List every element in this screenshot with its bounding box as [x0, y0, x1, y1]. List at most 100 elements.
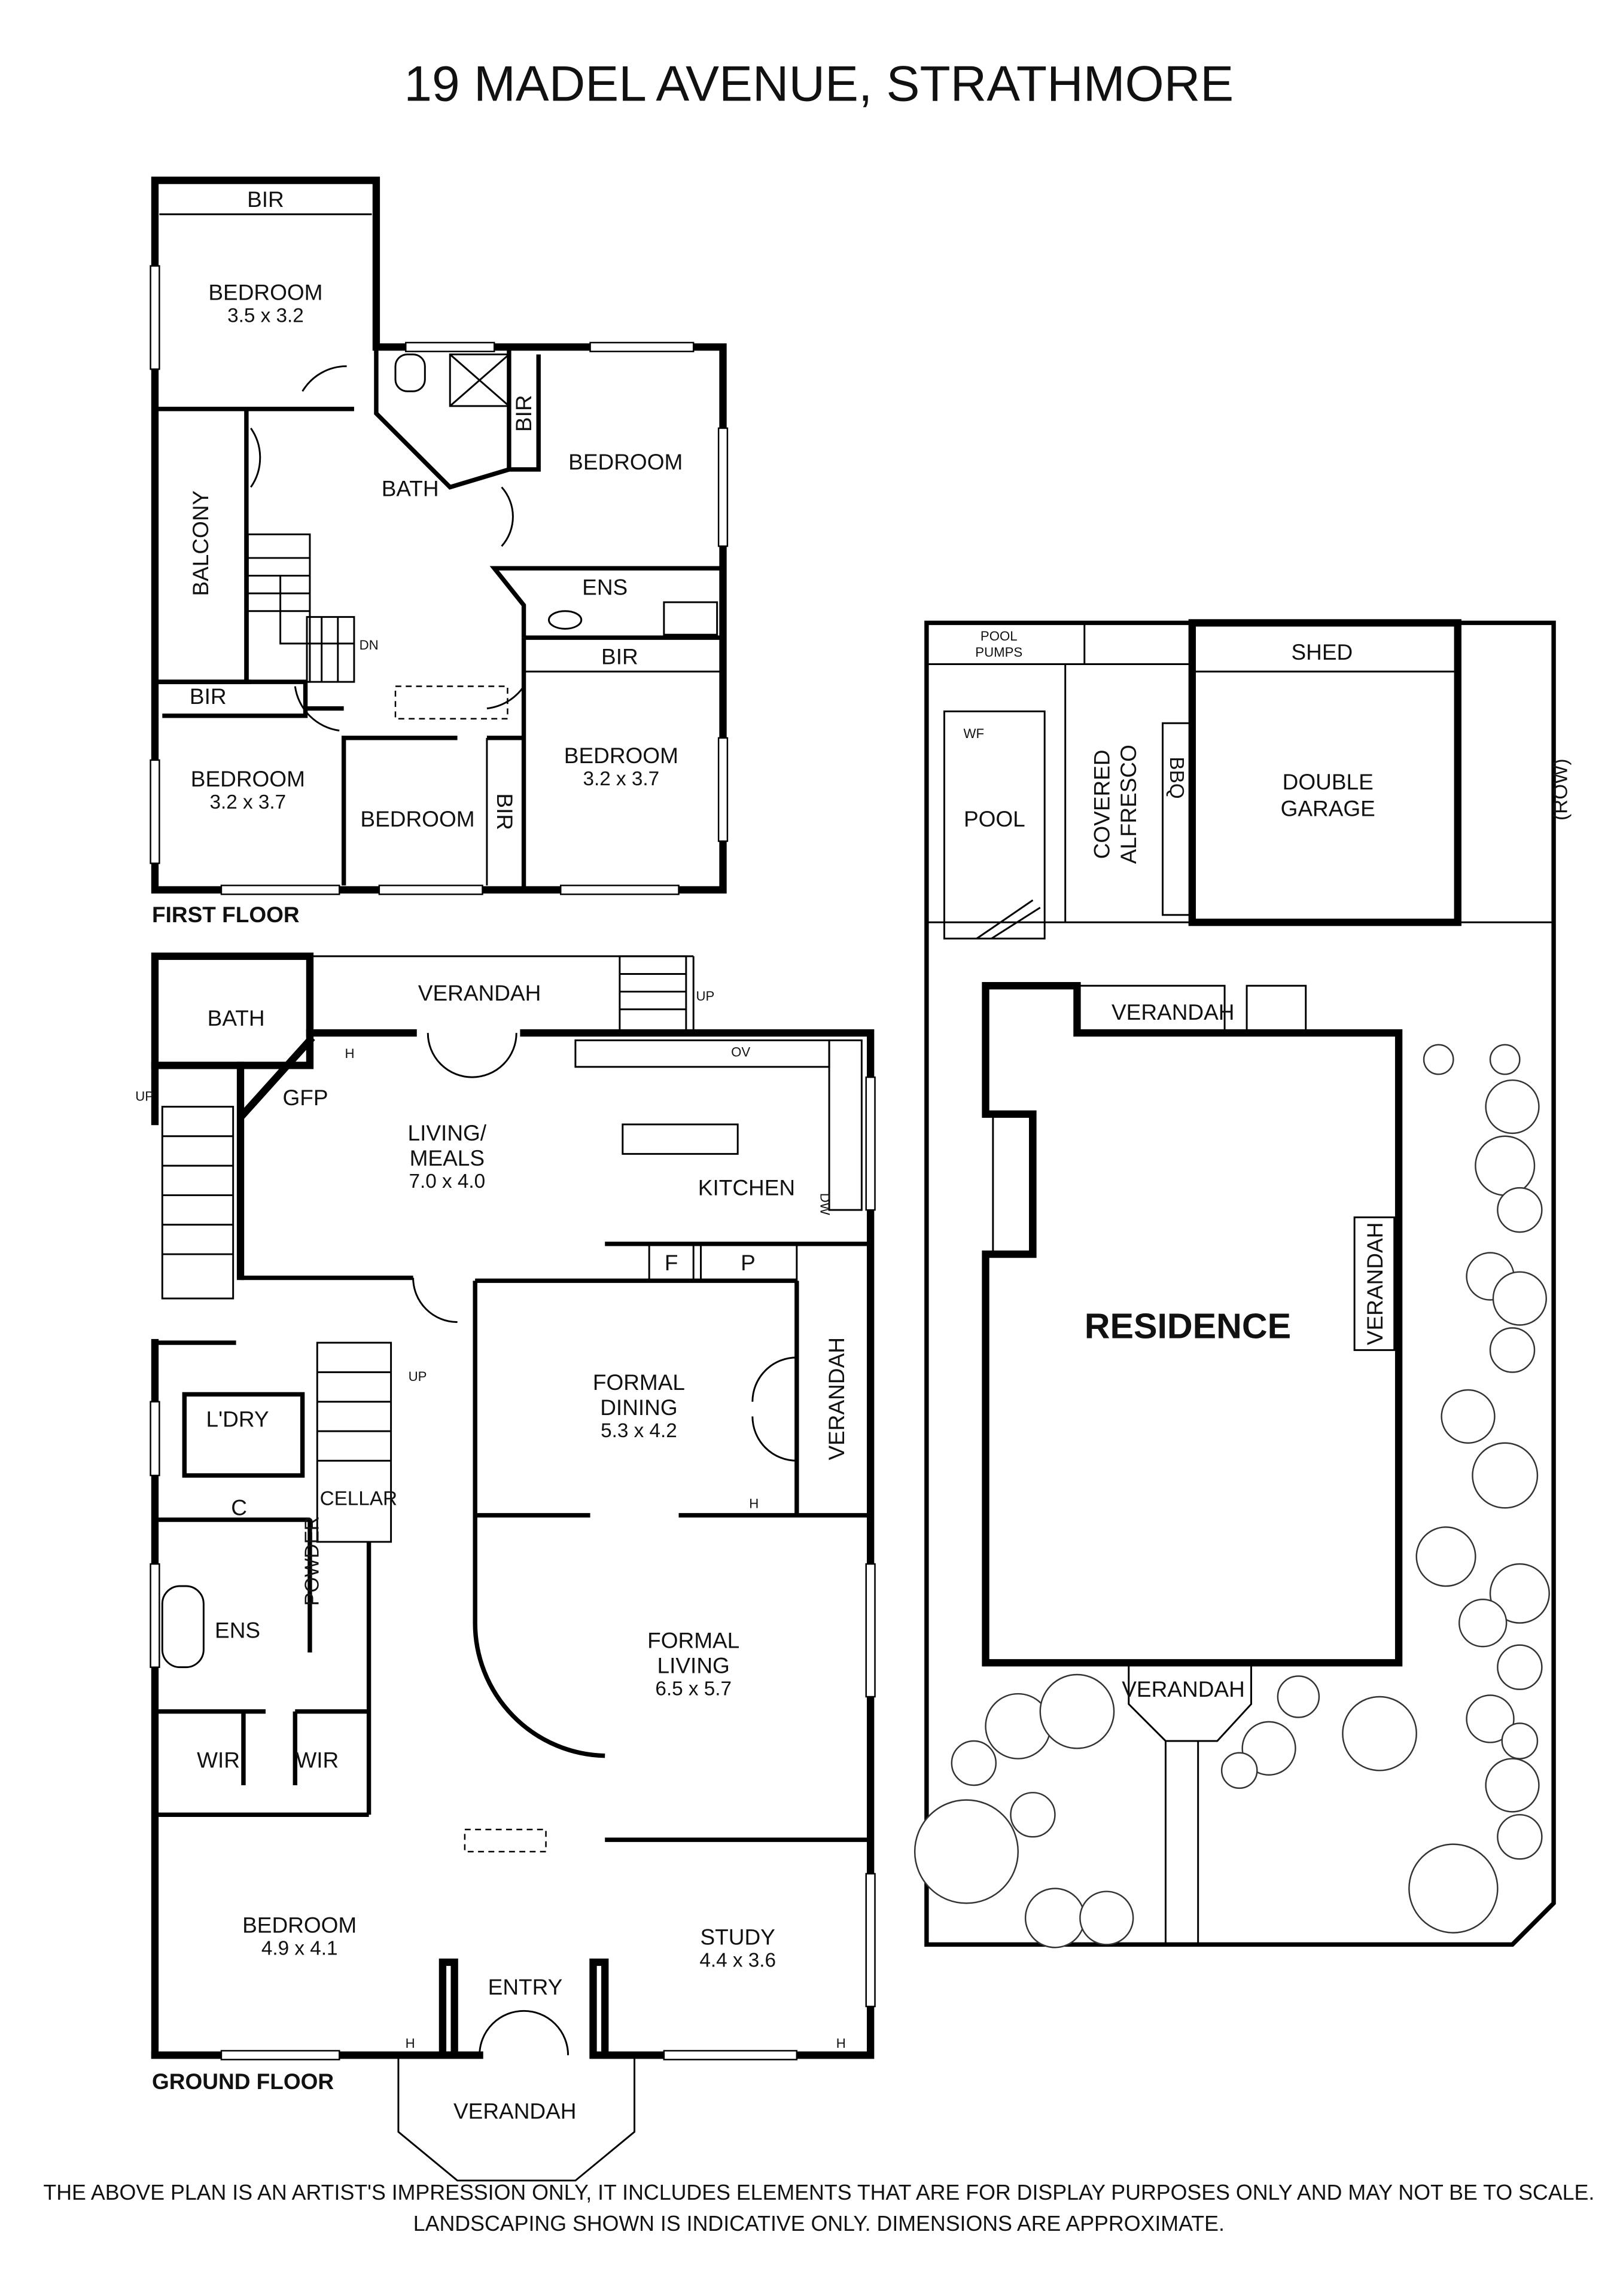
- room-label: BEDROOM: [242, 1913, 357, 1938]
- stair-label: DN: [360, 638, 379, 652]
- tree-icon: [1415, 1526, 1476, 1587]
- tree-icon: [1501, 1722, 1539, 1760]
- room-label: VERANDAH: [418, 981, 541, 1005]
- room-label: STUDY: [701, 1925, 775, 1949]
- stair-label: UP: [409, 1369, 427, 1384]
- disclaimer-line-2: LANDSCAPING SHOWN IS INDICATIVE ONLY. DI…: [413, 2212, 1225, 2236]
- room-label: WIR: [197, 1748, 240, 1772]
- pantry-label: P: [741, 1251, 756, 1275]
- room-label: L'DRY: [206, 1407, 269, 1432]
- tree-icon: [1497, 1644, 1543, 1690]
- room-label: BEDROOM: [568, 450, 683, 474]
- tree-icons: [913, 1044, 1550, 1949]
- site-label: POOL: [981, 629, 1018, 644]
- room-label: C: [231, 1496, 247, 1520]
- tree-icon: [1485, 1758, 1540, 1813]
- tree-icon: [1489, 1327, 1536, 1373]
- room-label: ENTRY: [488, 1975, 563, 1999]
- stair-label: UP: [135, 1089, 154, 1104]
- tree-icon: [1466, 1694, 1515, 1743]
- room-label: DINING: [600, 1395, 677, 1420]
- room-dims: 3.2 x 3.7: [583, 768, 660, 790]
- tree-icon: [951, 1740, 997, 1786]
- tree-icon: [1010, 1792, 1056, 1838]
- room-label: VERANDAH: [453, 2099, 577, 2123]
- room-dims: 6.5 x 5.7: [655, 1678, 732, 1700]
- site-plan: POOL PUMPS SHED WF POOL COVERED ALFRESCO…: [913, 619, 1572, 1949]
- heater-label: H: [345, 1046, 355, 1061]
- tree-icon: [1079, 1891, 1134, 1946]
- site-label: (ROW): [1549, 758, 1572, 821]
- room-label: BIR: [190, 684, 227, 709]
- ground-floor-plan: BATH VERANDAH UP GFP LIVING/ MEALS 7.0 x…: [135, 952, 876, 2182]
- room-label: BEDROOM: [360, 807, 474, 831]
- fridge-label: F: [665, 1251, 678, 1275]
- room-label: POWDER: [302, 1516, 324, 1606]
- tree-icon: [1024, 1888, 1086, 1949]
- site-label: VERANDAH: [1122, 1677, 1245, 1702]
- heater-label: H: [749, 1496, 759, 1511]
- oven-label: OV: [731, 1045, 750, 1060]
- heater-label: H: [406, 2036, 415, 2051]
- room-label: GFP: [283, 1086, 328, 1110]
- tree-icon: [1492, 1271, 1547, 1326]
- site-label: VERANDAH: [1112, 1000, 1235, 1024]
- room-dims: 5.3 x 4.2: [601, 1420, 677, 1442]
- site-label: BBQ: [1165, 757, 1187, 798]
- first-floor-plan: BIR BEDROOM 3.5 x 3.2 BIR BEDROOM BATH B…: [150, 176, 729, 927]
- room-dims: 4.4 x 3.6: [699, 1949, 776, 1971]
- room-label: BEDROOM: [191, 767, 305, 791]
- site-label: ALFRESCO: [1116, 745, 1141, 864]
- room-label: LIVING/: [408, 1121, 487, 1145]
- tree-icon: [1441, 1389, 1496, 1444]
- room-label: BATH: [382, 476, 439, 501]
- plan-title: 19 MADEL AVENUE, STRATHMORE: [404, 55, 1234, 111]
- tree-icon: [913, 1799, 1019, 1904]
- room-label: LIVING: [657, 1654, 730, 1678]
- room-label: FORMAL: [647, 1629, 739, 1653]
- room-dims: 3.5 x 3.2: [227, 304, 304, 327]
- tree-icon: [1489, 1563, 1550, 1624]
- site-label: COVERED: [1090, 749, 1115, 859]
- room-label: CELLAR: [320, 1487, 397, 1510]
- room-dims: 4.9 x 4.1: [261, 1938, 338, 1960]
- room-label: WIR: [296, 1748, 339, 1772]
- site-label: VERANDAH: [1363, 1222, 1387, 1346]
- dishwasher-label: DW: [817, 1193, 832, 1215]
- residence-label: RESIDENCE: [1085, 1306, 1291, 1346]
- site-label: POOL: [964, 807, 1025, 831]
- tree-icon: [1039, 1673, 1115, 1749]
- room-label: BATH: [208, 1006, 265, 1030]
- tree-icon: [1220, 1752, 1258, 1789]
- tree-icon: [1489, 1044, 1521, 1075]
- site-label: PUMPS: [975, 645, 1022, 660]
- room-label: MEALS: [410, 1146, 485, 1170]
- tree-icon: [1342, 1696, 1417, 1771]
- room-label: ENS: [582, 575, 628, 600]
- tree-icon: [1497, 1187, 1543, 1233]
- room-label: VERANDAH: [824, 1337, 849, 1460]
- tree-icon: [1497, 1814, 1543, 1860]
- room-dims: 3.2 x 3.7: [210, 791, 287, 813]
- site-label: GARAGE: [1281, 797, 1375, 821]
- room-label: BALCONY: [188, 490, 213, 596]
- tree-icon: [1241, 1721, 1296, 1776]
- tree-icon: [1485, 1079, 1540, 1135]
- room-label: BIR: [601, 645, 638, 669]
- room-label: BIR: [247, 187, 284, 212]
- tree-icon: [1408, 1843, 1499, 1934]
- tree-icon: [1423, 1044, 1454, 1075]
- tree-icon: [1472, 1442, 1539, 1509]
- room-label: BIR: [511, 395, 536, 432]
- room-label: FORMAL: [593, 1370, 685, 1395]
- site-label: DOUBLE: [1283, 770, 1374, 794]
- ground-floor-label: GROUND FLOOR: [152, 2069, 334, 2094]
- disclaimer-line-1: THE ABOVE PLAN IS AN ARTIST'S IMPRESSION…: [43, 2181, 1594, 2204]
- heater-label: H: [836, 2036, 846, 2051]
- room-label: BIR: [492, 793, 517, 830]
- room-label: BEDROOM: [208, 280, 322, 304]
- room-label: BEDROOM: [564, 743, 678, 768]
- site-label: WF: [964, 726, 985, 741]
- room-label: KITCHEN: [698, 1175, 795, 1200]
